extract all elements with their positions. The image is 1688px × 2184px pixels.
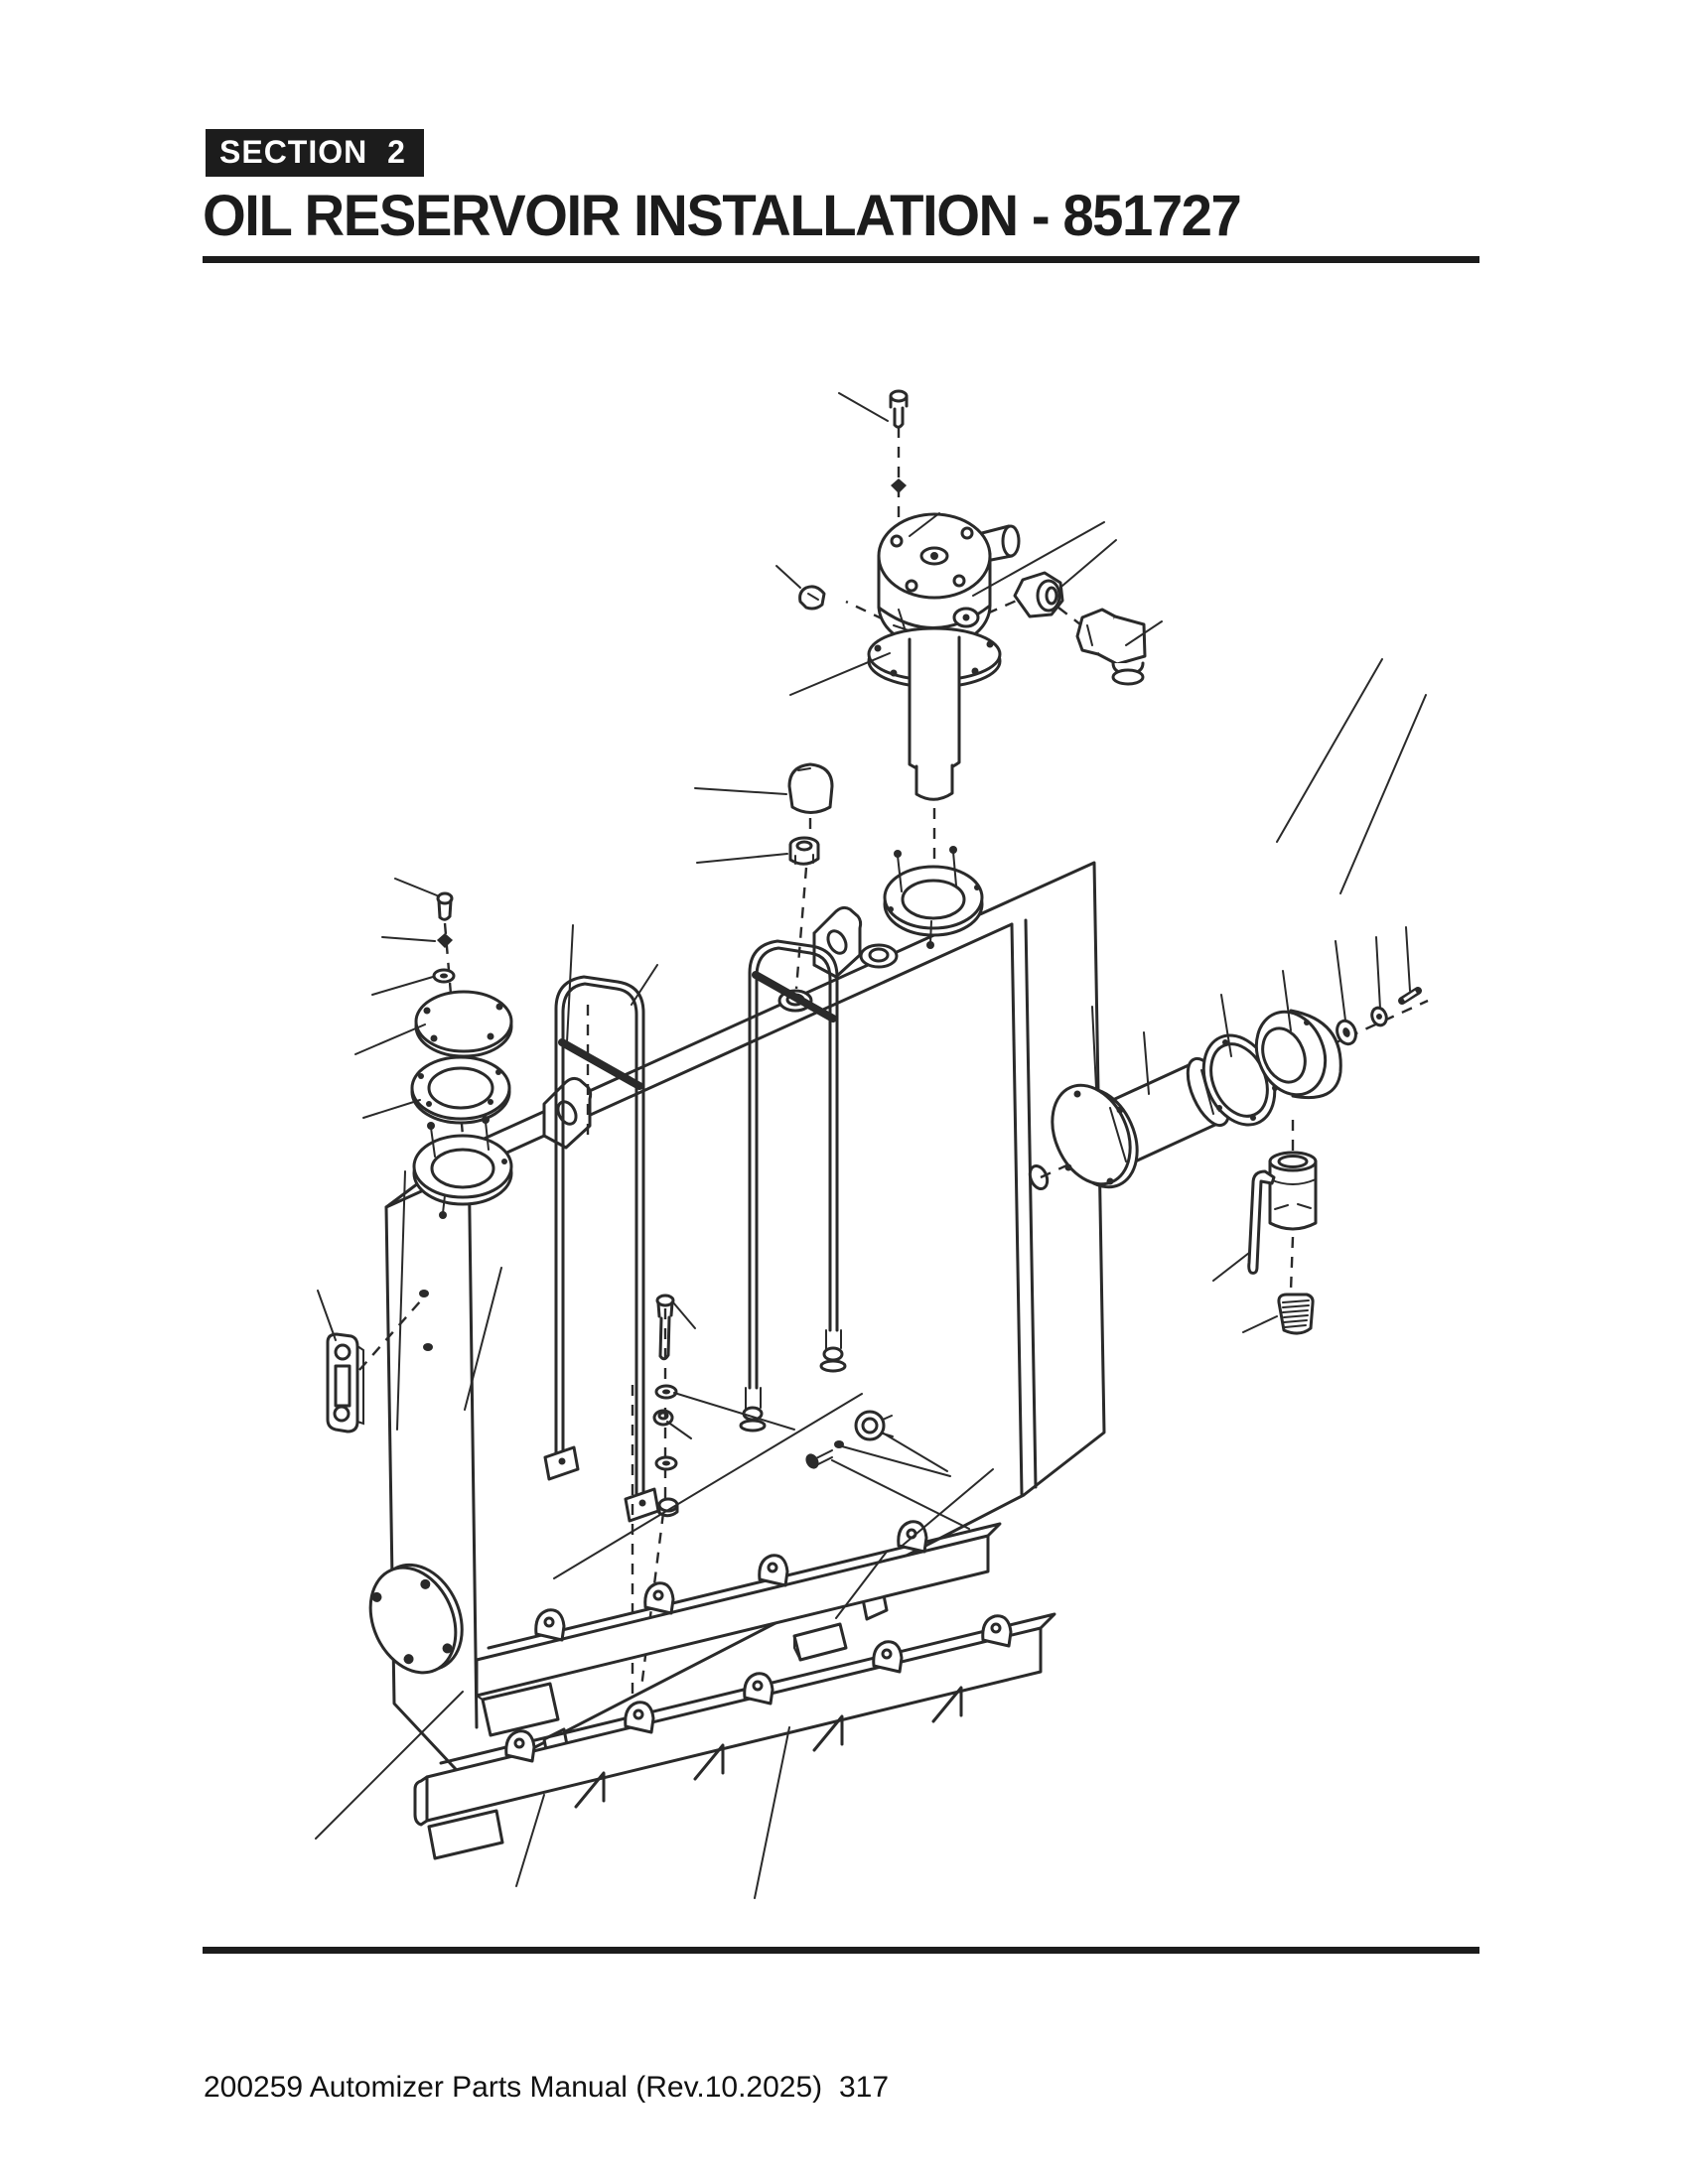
threaded-nipple [1277, 1293, 1315, 1335]
hex-plug [1013, 571, 1064, 618]
cleanout-lock-washer [437, 933, 453, 948]
cover-screw [805, 1449, 833, 1469]
retainer-clip [1247, 1169, 1276, 1275]
filler-cap-screw [889, 389, 909, 429]
cleanout-cover-screw [436, 891, 454, 921]
filler-strainer-tube [908, 635, 961, 801]
leader-lines [315, 392, 1427, 1899]
filler-breather-cap [877, 512, 1021, 649]
sight-level-gauge [326, 1332, 364, 1433]
footer-rule [203, 1947, 1479, 1954]
top-plug [859, 943, 899, 969]
page-title: OIL RESERVOIR INSTALLATION - 851727 [203, 184, 1242, 248]
cleanout-flat-washer [432, 968, 456, 984]
front-cover-plate [368, 1563, 464, 1675]
sight-gauge-mount-dots [419, 1290, 433, 1351]
vent-hex-fitting [788, 836, 820, 866]
footer-manual-info: 200259 Automizer Parts Manual (Rev.10.20… [204, 2071, 823, 2104]
strap-washer-upper [654, 1384, 678, 1400]
reservoir-tank [384, 861, 1106, 1784]
suction-elbow-cover [1254, 1009, 1342, 1100]
mounting-channel-rear [475, 1520, 1002, 1737]
suction-washer-large [1336, 1019, 1357, 1046]
cleanout-mounting-ring [412, 1116, 513, 1219]
suction-washer-small [1370, 1006, 1388, 1027]
vent-cap [787, 762, 834, 814]
title-rule [203, 256, 1479, 263]
section-badge: SECTION 2 [206, 129, 424, 177]
lock-washer [891, 478, 907, 493]
hold-down-strap-right [739, 939, 847, 1433]
breather-clip [798, 585, 826, 611]
elbow-fitting [1075, 608, 1147, 686]
strap-washer-lower [654, 1455, 678, 1471]
filler-neck-ring [883, 846, 984, 949]
mounting-channel-front [413, 1612, 1056, 1860]
cleanout-gasket [410, 1055, 511, 1125]
drain-plug [854, 1410, 894, 1441]
hold-down-strap-left [543, 975, 660, 1523]
strap-bolt [655, 1294, 675, 1361]
footer-page-number: 317 [839, 2071, 890, 2104]
roll-pin [1398, 987, 1422, 1005]
filter-sleeve [1268, 1151, 1318, 1231]
cleanout-cover [414, 990, 513, 1058]
